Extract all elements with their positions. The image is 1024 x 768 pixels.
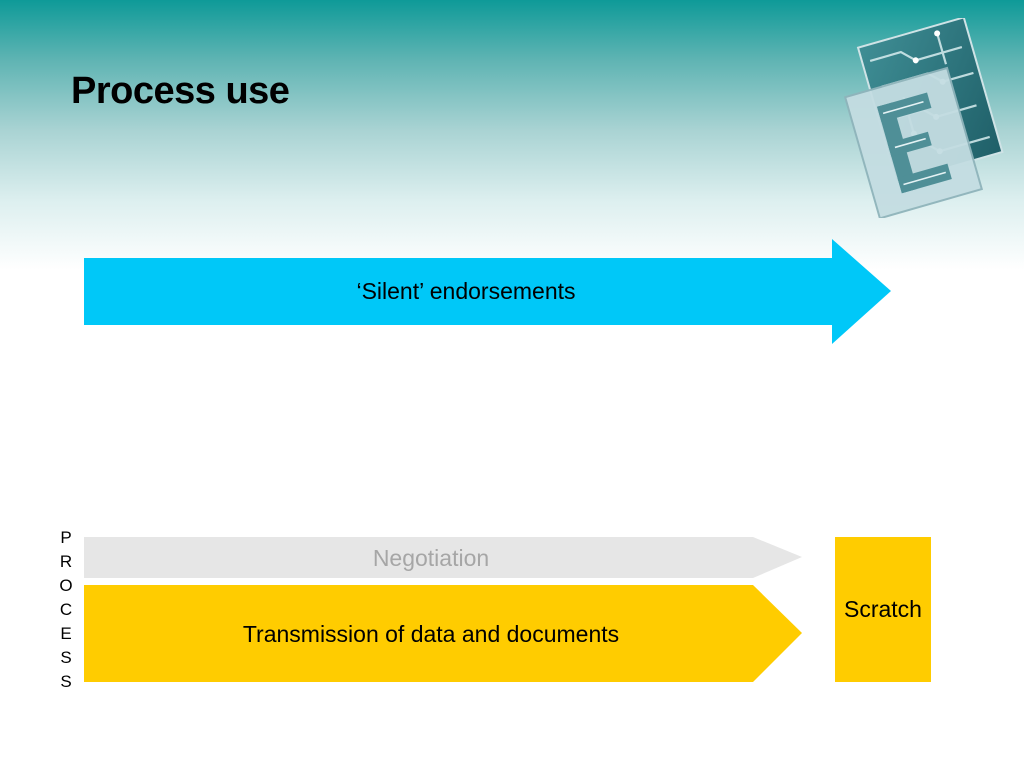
process-letter-5: E <box>60 624 72 643</box>
process-letter-1: P <box>60 528 72 547</box>
scratch-box <box>835 537 931 682</box>
transmission-arrow <box>84 585 802 682</box>
silent-endorsements-arrow <box>84 239 891 344</box>
transmission-label: Transmission of data and documents <box>242 620 620 647</box>
negotiation-label: Negotiation <box>372 544 490 571</box>
circuit-board-e-logo-icon <box>843 18 1004 218</box>
process-letter-4: C <box>59 600 73 619</box>
negotiation-arrow <box>84 537 802 578</box>
silent-endorsements-label: ‘Silent’ endorsements <box>356 278 576 304</box>
scratch-label: Scratch <box>844 596 922 622</box>
slide-title: Process use <box>71 70 290 112</box>
process-letter-2: R <box>59 552 73 571</box>
process-letter-3: O <box>59 576 73 595</box>
process-letter-6: S <box>60 648 72 667</box>
process-letter-7: S <box>60 672 72 691</box>
